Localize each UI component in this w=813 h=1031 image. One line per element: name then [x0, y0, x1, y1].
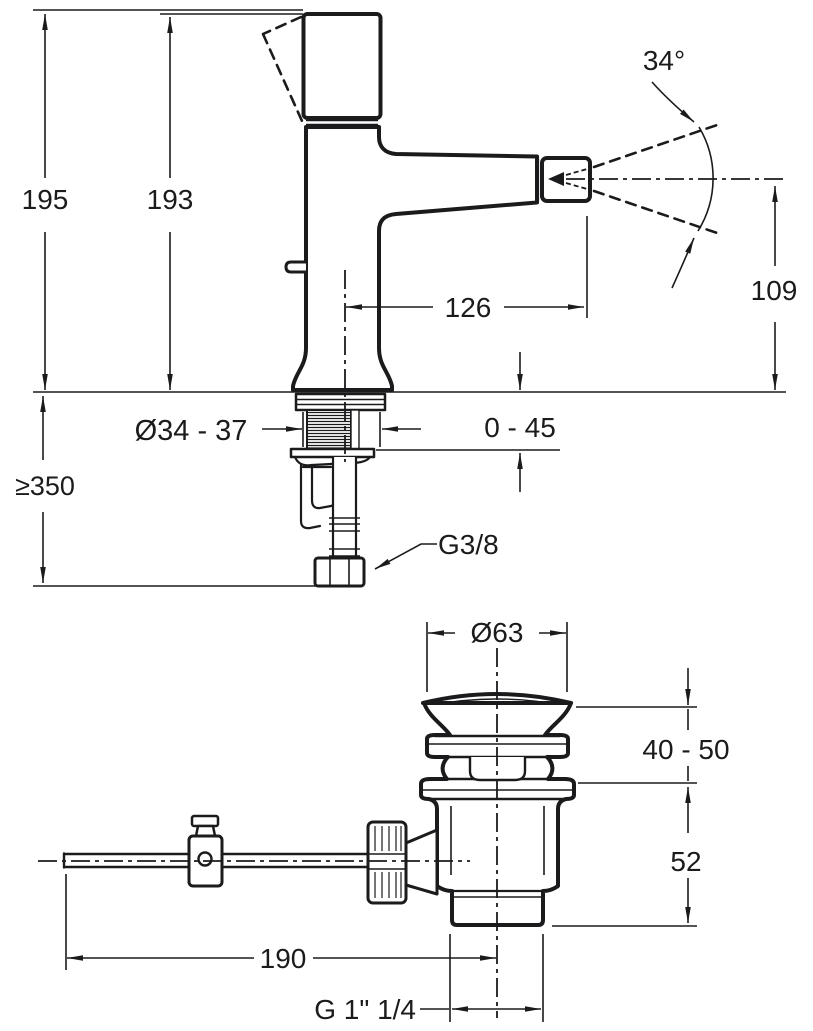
nut-facets	[329, 559, 350, 585]
spray-dashes	[565, 168, 588, 190]
clamp-hole	[197, 851, 213, 867]
dim-outlet-height-label: 109	[751, 275, 798, 306]
deck-range-label: 40 - 50	[642, 734, 729, 765]
supply-pipe	[331, 455, 358, 562]
compression-nut	[366, 820, 408, 905]
supply-hex-nut	[313, 556, 366, 588]
rod-entry-cone	[404, 828, 439, 896]
rod-length-label: 190	[260, 943, 307, 974]
handle-alt-position	[261, 15, 304, 123]
body-and-spout	[291, 125, 539, 392]
dim-min-clearance-label: ≥350	[15, 471, 75, 501]
under-counter-assembly	[289, 392, 387, 588]
dim-body-height-label: 193	[147, 184, 194, 215]
body-bore-lines	[450, 806, 545, 875]
fan-upper-ray	[592, 122, 722, 169]
base-gasket	[294, 392, 387, 412]
dim-deck-thickness-label: 0 - 45	[484, 412, 556, 443]
dia63-extensions	[426, 622, 568, 692]
plug-diameter-label: Ø63	[471, 617, 524, 648]
spray-arrow	[548, 172, 564, 186]
nut-knurl	[374, 826, 402, 898]
dim-overall-height-label: 195	[22, 184, 69, 215]
handle-neck-joint	[306, 119, 378, 126]
pipe-joints	[329, 517, 360, 557]
hole-dim-ticks	[302, 412, 381, 447]
spray-fan	[566, 81, 786, 289]
dim-reach-label: 126	[445, 292, 492, 323]
waste-assembly-view: Ø63 40 - 50 52 190 G 1" 1/4	[38, 617, 730, 1025]
angle-leader-bottom	[671, 237, 695, 289]
inlet-thread-leader	[374, 543, 437, 570]
outlet-thread-label: G 1" 1/4	[314, 994, 416, 1025]
faucet-side-view: 195 193 34° 109 126 0 - 45 Ø34 - 37 ≥350	[15, 9, 797, 588]
thread-hatch	[308, 411, 350, 449]
washer-underside	[293, 455, 372, 467]
gasket-lines	[296, 398, 385, 406]
dim-angle-label: 34°	[643, 45, 685, 76]
supply-pipe-fill	[332, 457, 357, 561]
popup-rod-lever	[284, 260, 308, 274]
under-body-height-label: 52	[670, 846, 701, 877]
angle-arc	[697, 126, 714, 232]
shank-pipe	[350, 409, 360, 451]
handle	[301, 12, 383, 120]
popup-bracket-outer	[299, 462, 322, 530]
thread-dim-extensions	[449, 934, 544, 1022]
inlet-thread-label: G3/8	[438, 529, 499, 560]
lift-rod-assembly	[62, 814, 439, 905]
clamp-knob	[190, 814, 220, 828]
mounting-washer	[289, 447, 376, 459]
angle-leader-top	[651, 81, 695, 123]
dim-hole-diameter-label: Ø34 - 37	[135, 415, 248, 447]
top-view-dimensions: 195 193 34° 109 126 0 - 45 Ø34 - 37 ≥350	[15, 14, 797, 583]
nut-bands	[368, 853, 406, 870]
faucet-body	[261, 12, 592, 392]
fan-lower-ray	[592, 189, 722, 236]
bottom-view-dimensions: Ø63 40 - 50 52 190 G 1" 1/4	[65, 617, 730, 1025]
